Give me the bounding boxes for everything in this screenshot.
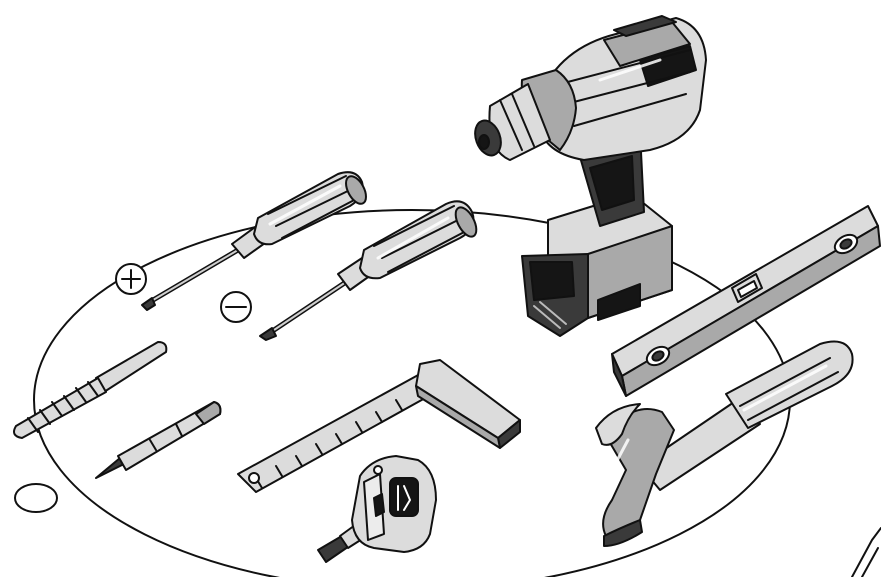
flathead-screwdriver — [259, 200, 478, 341]
drill-driver — [474, 15, 707, 337]
tape-measure — [317, 455, 437, 563]
pencil — [95, 401, 222, 479]
claw-hammer — [595, 340, 854, 547]
empty-circle-icon — [14, 483, 58, 513]
spirit-level — [611, 205, 881, 397]
try-square — [237, 359, 521, 493]
partial-object-corner — [851, 527, 881, 577]
plus-circle-icon — [115, 263, 147, 295]
minus-circle-icon — [220, 291, 252, 323]
drill-bit — [13, 341, 168, 439]
phillips-screwdriver — [141, 171, 367, 311]
